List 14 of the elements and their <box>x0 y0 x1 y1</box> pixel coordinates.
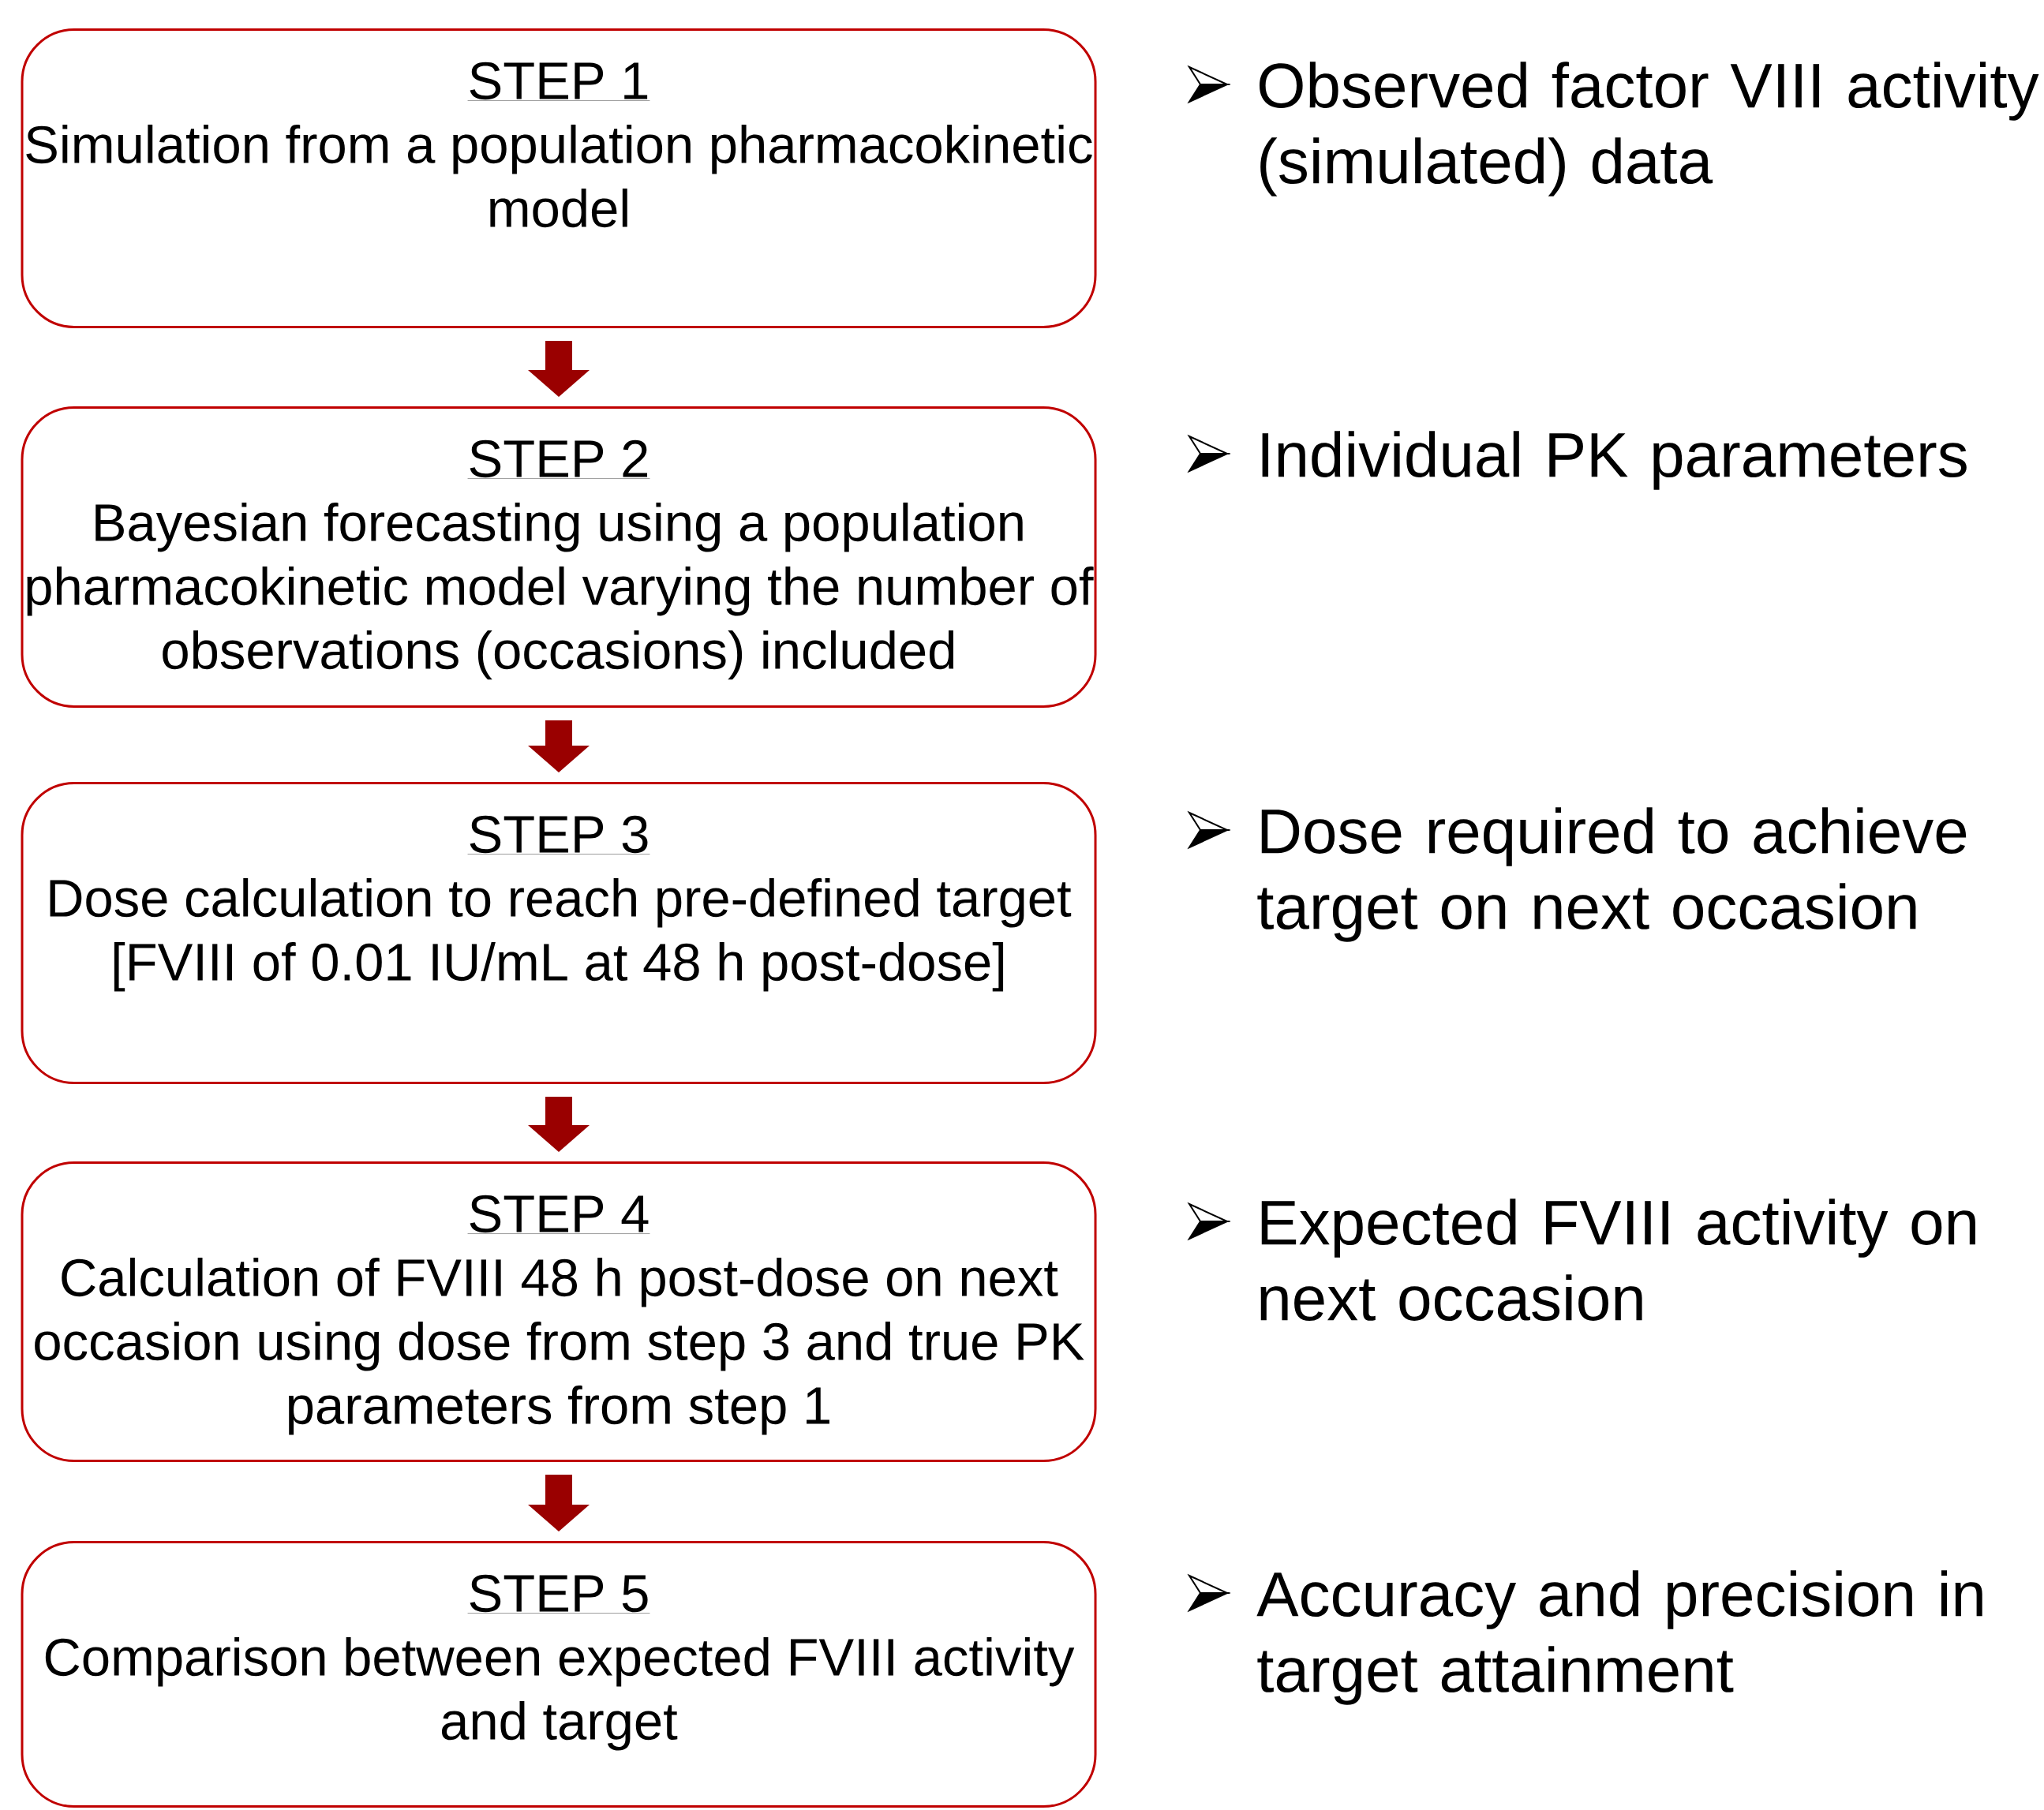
outcome-text: Dose required to achieve target on next occasion <box>1257 807 1967 942</box>
block-arrow <box>528 341 590 397</box>
step-box: STEP 5 Comparison between expected FVIII activity and target <box>21 1541 1097 1808</box>
block-arrow <box>528 720 590 772</box>
step-box: STEP 1 Simulation from a population pharmacokinetic model <box>21 28 1097 328</box>
outcome-text: Observed factor VIII activity (simulated) data <box>1260 62 2039 196</box>
step-box: STEP 4 Calculation of FVIII 48 h post-dose on next occasion using dose from step 3 and true PK parameters from step 1 <box>21 1161 1097 1462</box>
block-arrow <box>528 1097 590 1152</box>
step-box: STEP 2 Bayesian forecasting using a population pharmacokinetic model varying the number of observations (occasions) included <box>21 406 1097 708</box>
outcome-text: Individual PK parameters <box>1262 431 1967 490</box>
outcome-text: Accuracy and precision in target attainment <box>1256 1570 1982 1705</box>
block-arrow <box>528 1475 590 1531</box>
outcome-text: Expected FVIII activity on next occasion <box>1260 1199 1975 1321</box>
step-box: STEP 3 Dose calculation to reach pre-defined target [FVIII of 0.01 IU/mL at 48 h post-dose] <box>21 782 1097 1084</box>
